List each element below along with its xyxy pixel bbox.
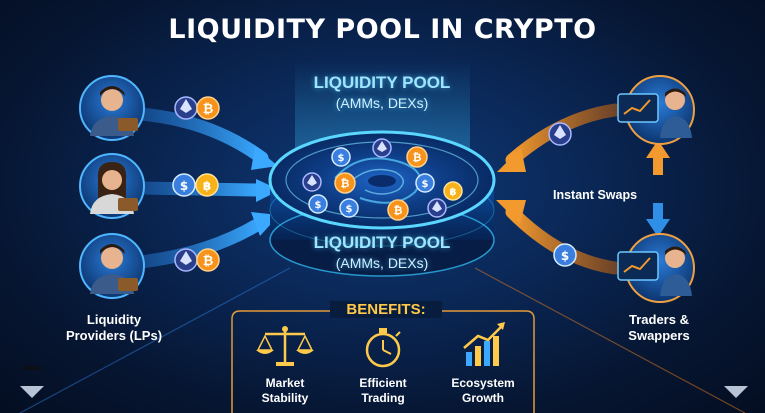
trader-avatar-1 bbox=[617, 75, 695, 145]
pool-label-bottom: LIQUIDITY POOL (AMMs, DEXs) bbox=[282, 232, 482, 274]
pool-title-top: LIQUIDITY POOL bbox=[313, 73, 451, 92]
swap-arrow bbox=[646, 140, 670, 237]
svg-text:₿: ₿ bbox=[203, 254, 214, 269]
svg-text:₿: ₿ bbox=[413, 151, 422, 164]
provider-avatar-3 bbox=[79, 233, 145, 299]
svg-text:₿: ₿ bbox=[394, 204, 403, 217]
pool-coins: $ ₿ ₿ $ ฿ $ $ ₿ bbox=[302, 138, 463, 221]
growth-chart-icon bbox=[463, 322, 505, 366]
provider-avatar-1 bbox=[79, 75, 145, 141]
pool-title-bottom: LIQUIDITY POOL bbox=[313, 233, 451, 252]
svg-text:$: $ bbox=[346, 204, 353, 215]
svg-text:₿: ₿ bbox=[203, 102, 214, 117]
corner-marker-right bbox=[724, 386, 748, 398]
benefits-frame bbox=[231, 310, 535, 413]
stopwatch-icon bbox=[365, 328, 401, 368]
pool-label-top: LIQUIDITY POOL (AMMs, DEXs) bbox=[282, 72, 482, 114]
benefit-3-line2: Growth bbox=[462, 391, 504, 405]
svg-text:฿: ฿ bbox=[203, 179, 211, 193]
provider-coins: ₿ $ ฿ ₿ bbox=[172, 96, 220, 272]
pool-subtitle-bottom: (AMMs, DEXs) bbox=[335, 255, 429, 271]
svg-text:$: $ bbox=[180, 179, 188, 193]
svg-text:฿: ฿ bbox=[450, 187, 457, 198]
provider-avatar-2 bbox=[79, 153, 145, 219]
liquidity-pool-cylinder: $ ₿ ₿ $ ฿ $ $ ₿ bbox=[268, 130, 496, 277]
benefit-1-line1: Market bbox=[265, 376, 305, 390]
providers-label-line1: Liquidity bbox=[86, 312, 142, 327]
page-title: LIQUIDITY POOL IN CRYPTO bbox=[168, 14, 597, 45]
benefits-title: BENEFITS: bbox=[330, 301, 442, 318]
benefit-1-line2: Stability bbox=[261, 391, 309, 405]
benefit-2-line2: Trading bbox=[361, 391, 405, 405]
benefit-market-stability: Market Stability bbox=[240, 376, 330, 406]
svg-text:₿: ₿ bbox=[341, 177, 350, 190]
pool-subtitle-top: (AMMs, DEXs) bbox=[335, 95, 429, 111]
trader-coins: $ bbox=[548, 122, 577, 267]
traders-label-line2: Swappers bbox=[628, 328, 690, 343]
svg-text:$: $ bbox=[422, 179, 429, 190]
benefit-ecosystem-growth: Ecosystem Growth bbox=[438, 376, 528, 406]
svg-text:$: $ bbox=[315, 200, 322, 211]
instant-swaps-label: Instant Swaps bbox=[553, 188, 638, 202]
providers-label-line2: Providers (LPs) bbox=[65, 328, 163, 343]
scales-icon bbox=[256, 326, 314, 366]
corner-marker-left bbox=[20, 365, 44, 398]
benefit-efficient-trading: Efficient Trading bbox=[338, 376, 428, 406]
benefit-2-line1: Efficient bbox=[359, 376, 407, 390]
benefit-3-line1: Ecosystem bbox=[451, 376, 515, 390]
providers-label: Liquidity Providers (LPs) bbox=[44, 312, 184, 344]
svg-text:$: $ bbox=[338, 153, 345, 164]
traders-label: Traders & Swappers bbox=[604, 312, 714, 344]
trader-avatar-2 bbox=[617, 233, 695, 303]
svg-text:$: $ bbox=[561, 249, 569, 263]
traders-label-line1: Traders & bbox=[629, 312, 689, 327]
